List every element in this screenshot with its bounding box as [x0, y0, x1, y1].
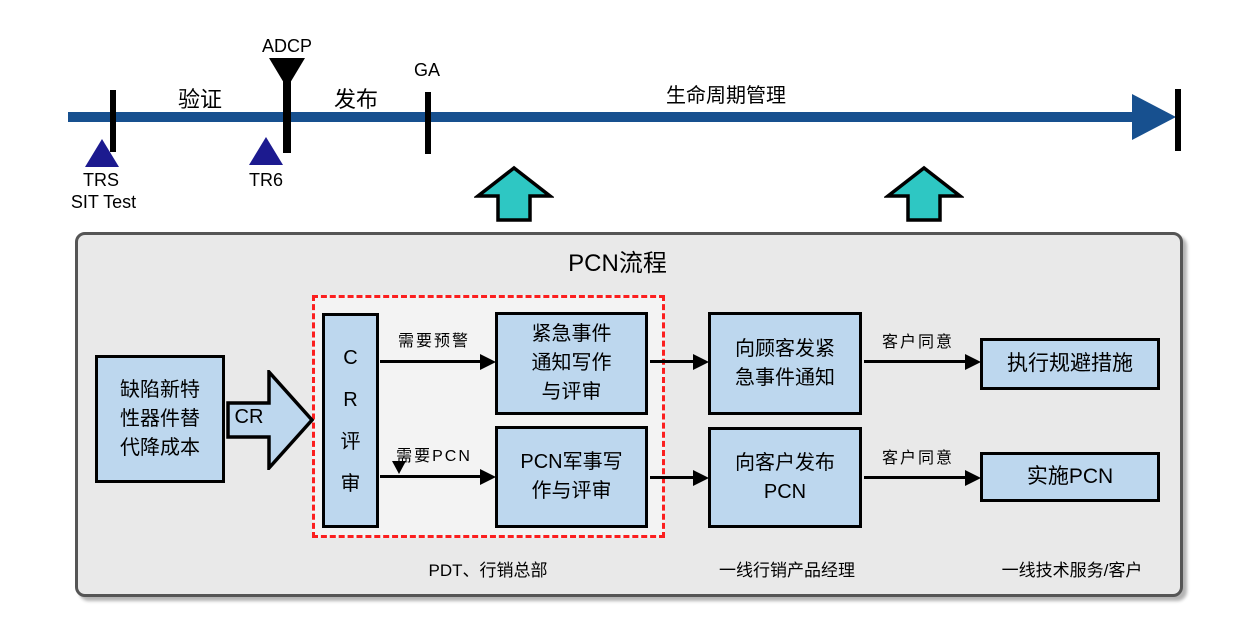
timeline-tick-ga [425, 92, 431, 154]
milestone-label-trs: TRS [83, 170, 119, 190]
urgent-write-line2: 通知写作 [531, 352, 612, 374]
pcn-write-line1: PCN军事写 [520, 451, 623, 473]
timeline-tick-end [1175, 89, 1181, 151]
timeline-line [68, 112, 1134, 122]
tr6-triangle-icon [249, 137, 283, 165]
send-pcn-line2: PCN [763, 480, 807, 503]
flow-box-cr-review: C R 评 审 [322, 313, 379, 528]
edge-label-agree-2: 客户同意 [881, 450, 954, 467]
caption-pdt-marketing: PDT、行销总部 [428, 561, 548, 580]
flow-box-send-pcn: 向客户发布 PCN [708, 427, 862, 528]
edge-label-need-warning: 需要预警 [397, 333, 470, 350]
phase-label-release: 发布 [333, 87, 378, 112]
arrow-cr-to-pcnwrite [380, 468, 496, 485]
flow-box-implement: 实施PCN [980, 452, 1160, 502]
edge-label-agree-1: 客户同意 [881, 334, 954, 351]
arrowhead-icon [693, 353, 709, 370]
milestone-label-ga: GA [413, 60, 440, 80]
arrow-send-to-implement [864, 469, 981, 486]
cr-block-arrow-label: CR [234, 406, 264, 428]
milestone-label-sit-test: SIT Test [70, 192, 137, 212]
timeline-arrowhead-icon [1132, 94, 1176, 140]
urgent-write-line3: 与评审 [541, 381, 602, 403]
phase-label-lifecycle: 生命周期管理 [666, 85, 786, 107]
cr-block-arrow-icon [226, 370, 314, 470]
send-pcn-line1: 向客户发布 [735, 451, 835, 474]
adcp-stem [283, 78, 291, 153]
caption-frontline-pm: 一线行销产品经理 [719, 561, 855, 580]
caption-frontline-service: 一线技术服务/客户 [1001, 561, 1143, 580]
timeline-tick-trs [110, 90, 116, 152]
cr-review-line1: C [343, 346, 358, 369]
milestone-label-tr6: TR6 [248, 170, 283, 190]
flow-box-source: 缺陷新特 性器件替 代降成本 [95, 355, 225, 483]
arrow-send-to-execute [864, 353, 981, 370]
teal-up-arrow-icon-1 [474, 165, 554, 222]
arrow-urgent-to-send [650, 353, 709, 370]
flow-box-source-line1: 缺陷新特 [120, 378, 200, 401]
arrowhead-icon [965, 469, 981, 486]
arrowhead-icon [693, 469, 709, 486]
arrow-cr-to-urgent [380, 353, 496, 370]
execute-label: 执行规避措施 [1007, 351, 1133, 375]
send-urgent-line1: 向顾客发紧 [735, 337, 835, 360]
flow-box-urgent-write: 紧急事件 通知写作 与评审 [495, 312, 648, 415]
teal-up-arrow-icon-2 [884, 165, 964, 222]
phase-label-verify: 验证 [177, 87, 222, 112]
pcn-panel-title: PCN流程 [568, 250, 667, 277]
arrowhead-icon [480, 468, 496, 485]
cr-review-line2: R [343, 388, 358, 411]
send-urgent-line2: 急事件通知 [735, 366, 835, 389]
small-down-arrow-icon [392, 461, 406, 474]
trs-triangle-icon [85, 139, 119, 167]
flow-box-execute: 执行规避措施 [980, 338, 1160, 390]
edge-label-need-pcn: 需要PCN [396, 448, 472, 465]
pcn-write-line2: 作与评审 [531, 480, 612, 502]
flow-box-source-line2: 性器件替 [120, 407, 200, 430]
flow-box-source-line3: 代降成本 [120, 436, 200, 459]
arrow-pcnwrite-to-send [650, 469, 709, 486]
urgent-write-line1: 紧急事件 [531, 323, 612, 345]
cr-review-line4: 审 [340, 472, 361, 495]
arrowhead-icon [480, 353, 496, 370]
implement-label: 实施PCN [1026, 464, 1114, 488]
cr-review-line3: 评 [340, 430, 361, 453]
arrowhead-icon [965, 353, 981, 370]
flow-box-send-urgent: 向顾客发紧 急事件通知 [708, 312, 862, 415]
flow-box-pcn-write: PCN军事写 作与评审 [495, 426, 648, 528]
milestone-label-adcp: ADCP [261, 36, 312, 56]
